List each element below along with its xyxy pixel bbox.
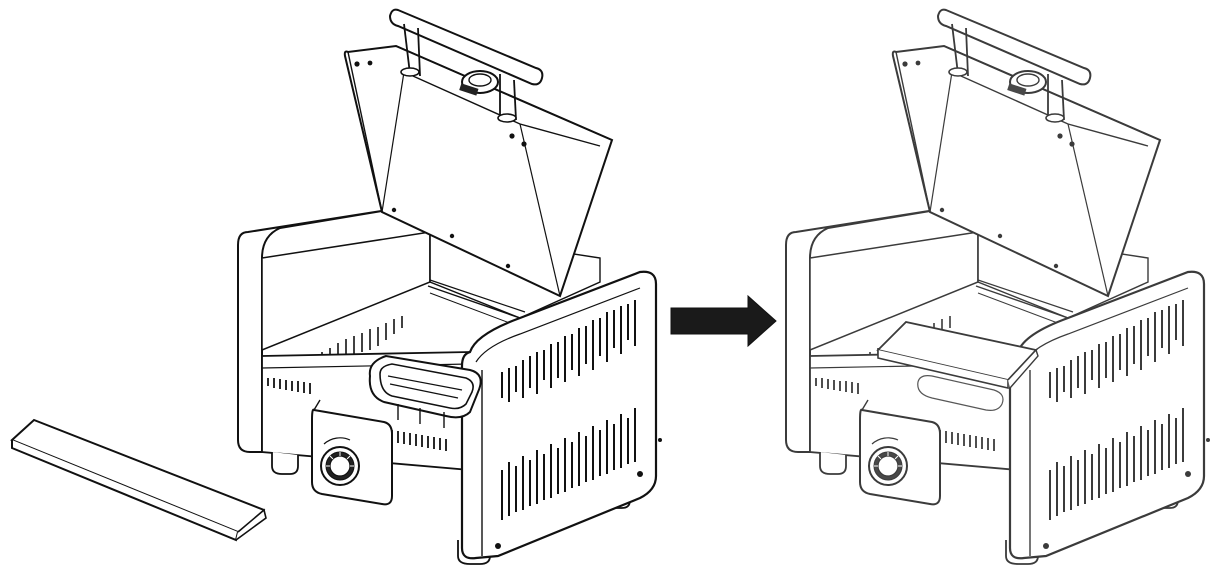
grill-before — [236, 8, 664, 566]
grill-unit-open-lid — [784, 8, 1211, 566]
heat-shield-installed — [876, 321, 1039, 411]
grill-after — [784, 8, 1211, 566]
arrow-right-icon — [670, 294, 777, 348]
burner-tube — [368, 354, 482, 428]
heat-shield-plate — [10, 418, 267, 542]
grill-unit-open-lid — [236, 8, 664, 566]
